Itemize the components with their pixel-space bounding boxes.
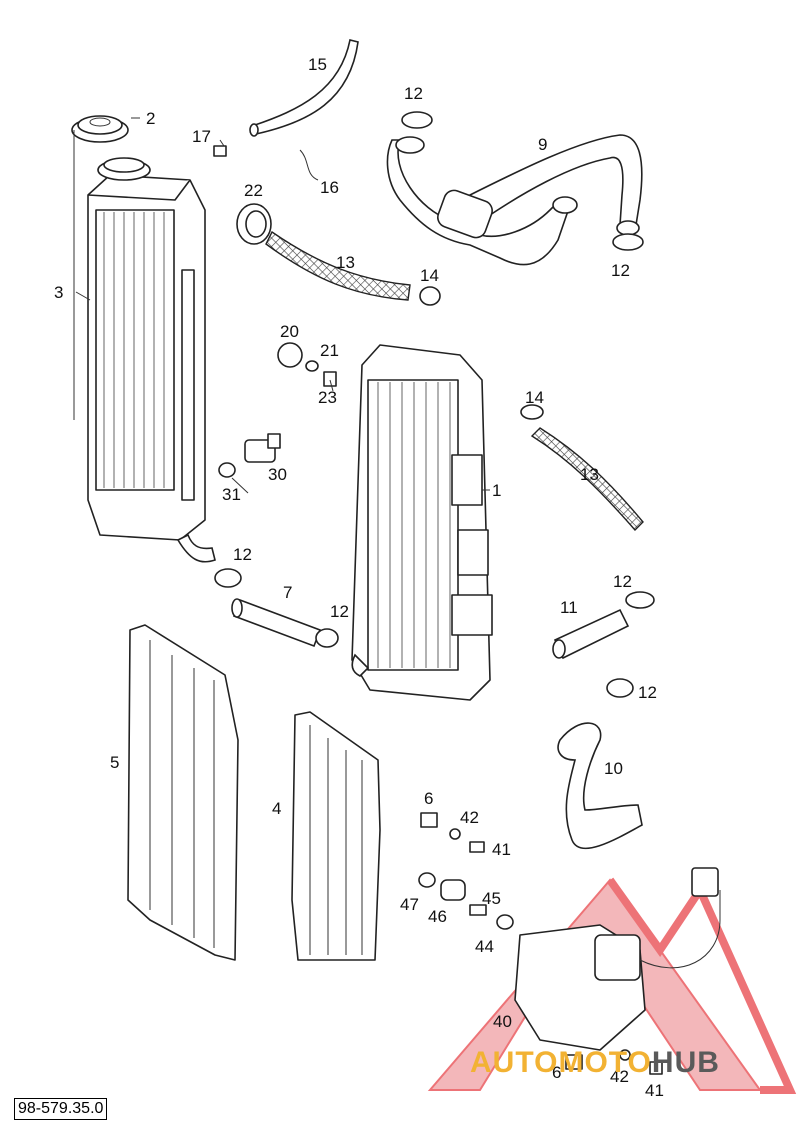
callout-40: 40 — [493, 1012, 512, 1031]
clamp-part-12-right — [612, 233, 644, 251]
callout-42: 42 — [610, 1067, 629, 1086]
watermark-text: AUTOMOTOHUB — [470, 1046, 720, 1080]
clamp-part-14-right — [520, 404, 544, 420]
washer-part-42-upper — [449, 828, 461, 840]
callout-21: 21 — [320, 341, 339, 360]
mesh-hose-part-13-top — [265, 230, 411, 301]
washer-part-42-lower — [619, 1049, 631, 1061]
clamp-part-14-top — [419, 286, 441, 306]
hose-part-15 — [249, 39, 359, 137]
callout-22: 22 — [244, 181, 263, 200]
callout-12: 12 — [404, 84, 423, 103]
spacer-part-46 — [440, 879, 466, 901]
callout-42: 42 — [460, 808, 479, 827]
seal-part-22 — [236, 203, 272, 245]
nut-part-6-lower — [565, 1054, 583, 1070]
clamp-part-12-top — [401, 111, 433, 129]
callout-17: 17 — [192, 127, 211, 146]
callout-10: 10 — [604, 759, 623, 778]
callout-2: 2 — [146, 109, 155, 128]
radiator-right-part-1 — [351, 344, 493, 701]
callout-9: 9 — [538, 135, 547, 154]
leader-lines — [75, 117, 490, 494]
callout-12: 12 — [330, 602, 349, 621]
fan-part-40 — [514, 867, 721, 1051]
callout-labels: 15 2 12 17 9 16 22 12 13 14 3 20 21 23 1… — [54, 55, 664, 1100]
y-hose-part-9 — [386, 134, 643, 266]
callout-23: 23 — [318, 388, 337, 407]
bent-hose-part-10 — [557, 722, 643, 850]
callout-4: 4 — [272, 799, 281, 818]
watermark-text-gray: HUB — [651, 1046, 720, 1079]
callout-44: 44 — [475, 937, 494, 956]
washer-part-44 — [496, 914, 514, 930]
clamp-part-12-lower-mid — [315, 628, 339, 648]
bolt-part-23 — [323, 371, 337, 387]
screw-part-45 — [469, 904, 487, 916]
callout-41: 41 — [645, 1081, 664, 1100]
callout-14: 14 — [420, 266, 439, 285]
washer-part-21 — [305, 360, 319, 372]
clamp-part-12-right-mid — [625, 591, 655, 609]
callout-46: 46 — [428, 907, 447, 926]
shroud-part-5 — [127, 624, 239, 961]
radiator-left-part-3 — [73, 130, 216, 563]
reference-code: 98-579.35.0 — [14, 1098, 108, 1120]
bolt-part-41-lower — [649, 1061, 663, 1075]
callout-6: 6 — [552, 1063, 561, 1082]
clip-part-16 — [299, 149, 319, 181]
callout-41: 41 — [492, 840, 511, 859]
callout-12: 12 — [613, 572, 632, 591]
hose-part-7 — [231, 598, 322, 648]
temp-sensor-part-30 — [244, 433, 281, 463]
callout-6: 6 — [424, 789, 433, 808]
clamp-part-12-lower-left — [214, 568, 242, 588]
callout-47: 47 — [400, 895, 419, 914]
hose-part-11 — [552, 608, 630, 660]
washer-part-47 — [418, 872, 436, 888]
clamp-part-12-right-low — [606, 678, 634, 698]
mesh-hose-part-13-right — [530, 427, 644, 532]
callout-5: 5 — [110, 753, 119, 772]
watermark-text-colored: AUTOMOTO — [470, 1046, 652, 1079]
callout-14: 14 — [525, 388, 544, 407]
bolt-part-41-upper — [469, 841, 485, 853]
callout-12: 12 — [611, 261, 630, 280]
callout-11: 11 — [560, 598, 578, 617]
callout-30: 30 — [268, 465, 287, 484]
radiator-cap-part-2 — [71, 115, 129, 143]
callout-20: 20 — [280, 322, 299, 341]
grommet-part-20 — [277, 342, 303, 368]
callout-12: 12 — [233, 545, 252, 564]
callout-45: 45 — [482, 889, 501, 908]
callout-1: 1 — [492, 481, 501, 500]
callout-3: 3 — [54, 283, 63, 302]
callout-7: 7 — [283, 583, 292, 602]
nut-part-6-upper — [420, 812, 438, 828]
bolt-part-17 — [213, 139, 227, 157]
callout-13: 13 — [336, 253, 355, 272]
seal-ring-part-31 — [218, 462, 236, 478]
callout-15: 15 — [308, 55, 327, 74]
callout-16: 16 — [320, 178, 339, 197]
shroud-part-4 — [291, 711, 381, 961]
callout-13: 13 — [580, 465, 599, 484]
callout-31: 31 — [222, 485, 241, 504]
callout-12: 12 — [638, 683, 657, 702]
